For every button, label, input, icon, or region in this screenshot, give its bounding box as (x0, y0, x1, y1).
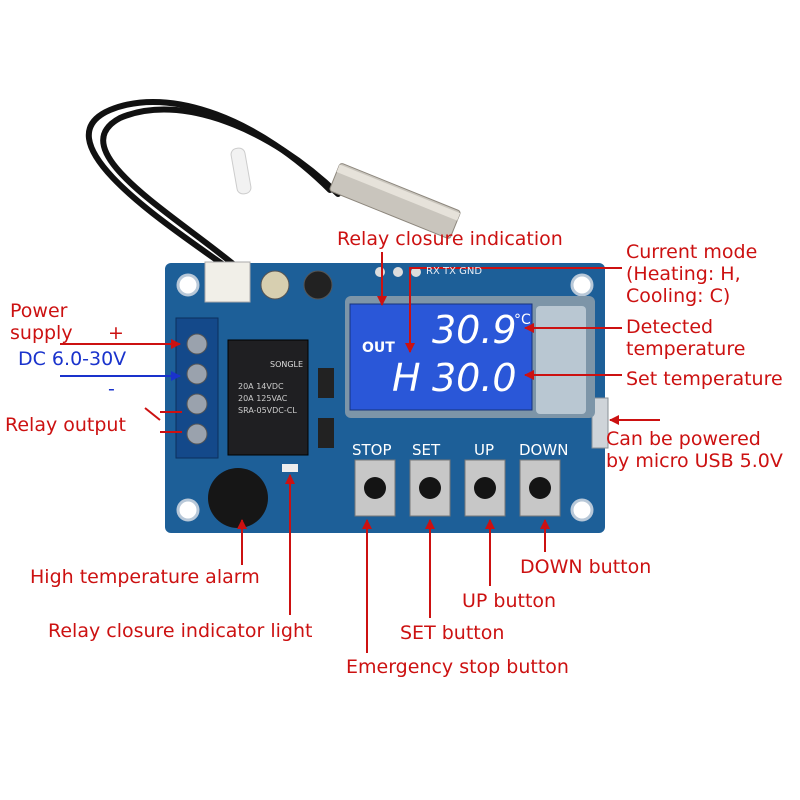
relay-model: SRA-05VDC-CL (238, 406, 297, 415)
relay-output-label: Relay output (5, 414, 126, 436)
relay (227, 339, 309, 456)
lcd-out-indicator: OUT (362, 340, 395, 356)
up-button-label: UP (474, 441, 495, 459)
diode (318, 418, 334, 448)
screw (186, 363, 208, 385)
lcd-mode-indicator: H (392, 356, 421, 400)
lcd-unit: °C (514, 312, 531, 328)
mount-hole (570, 273, 594, 297)
stop-button-cap[interactable] (364, 477, 386, 499)
arrow-current-mode (405, 267, 622, 353)
emergency-stop-annotation: Emergency stop button (346, 656, 569, 678)
set-temperature-label: Set temperature (626, 368, 783, 390)
relay-switch-symbol (144, 407, 161, 421)
mount-hole (570, 498, 594, 522)
relay-indicator-light-label: Relay closure indicator light (48, 620, 313, 642)
screw (186, 333, 208, 355)
up-button-annotation: UP button (462, 590, 557, 612)
power-plus-label: + (108, 322, 124, 344)
detected-temperature-label: Detected temperature (626, 316, 746, 360)
probe-sensor (329, 163, 461, 239)
header-pins-label: RX TX GND (426, 266, 483, 277)
screw (186, 423, 208, 445)
power-minus-label: - (108, 378, 115, 400)
relay-rating-1: 20A 14VDC (238, 382, 284, 391)
set-button-label: SET (412, 441, 441, 459)
down-button-cap[interactable] (529, 477, 551, 499)
diode (318, 368, 334, 398)
lcd-set-value: 30.0 (432, 356, 517, 400)
screw (186, 393, 208, 415)
probe-cable (85, 98, 341, 283)
down-button-label: DOWN (519, 441, 569, 459)
power-supply-label: Power supply (10, 300, 73, 344)
current-mode-label: Current mode (Heating: H, Cooling: C) (626, 241, 758, 307)
lcd-screen (349, 303, 533, 411)
set-button-cap[interactable] (419, 477, 441, 499)
dc-range-label: DC 6.0-30V (18, 348, 127, 370)
cable-tie (230, 147, 252, 195)
relay-closure-indication-label: Relay closure indication (337, 228, 563, 250)
mount-hole (176, 273, 200, 297)
relay-brand: SONGLE (270, 360, 304, 369)
up-button-cap[interactable] (474, 477, 496, 499)
mount-hole (176, 498, 200, 522)
high-temp-alarm-label: High temperature alarm (30, 566, 260, 588)
usb-power-label: Can be powered by micro USB 5.0V (606, 428, 783, 472)
lcd-side-panel (536, 306, 586, 414)
capacitor (303, 270, 333, 300)
probe-connector (204, 261, 251, 303)
buzzer (208, 468, 268, 528)
set-button-annotation: SET button (400, 622, 505, 644)
relay-indicator-led (282, 464, 298, 472)
down-button-annotation: DOWN button (520, 556, 652, 578)
capacitor (260, 270, 290, 300)
micro-usb-port (591, 397, 609, 449)
relay-rating-2: 20A 125VAC (238, 394, 288, 403)
stop-button-label: STOP (352, 441, 392, 459)
lcd-detected-value: 30.9 (432, 308, 517, 352)
